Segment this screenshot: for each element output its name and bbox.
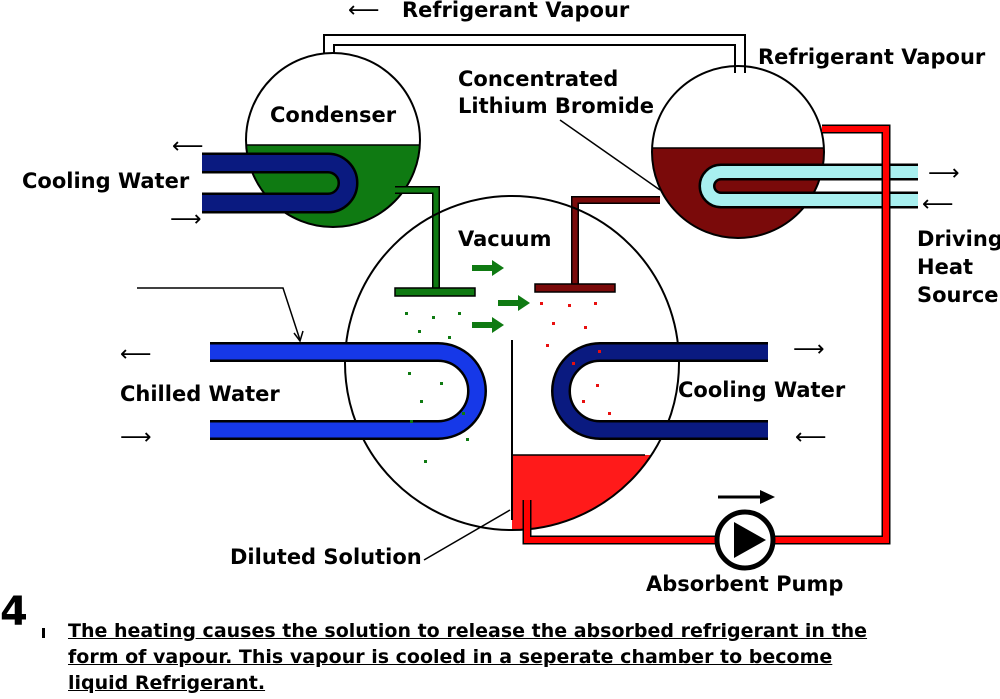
refrigerant-pipe: [395, 186, 440, 290]
step-description: The heating causes the solution to relea…: [68, 618, 968, 696]
label-source: Source: [917, 283, 999, 307]
step-description-line: liquid Refrigerant.: [68, 672, 266, 694]
step-description-line: form of vapour. This vapour is cooled in…: [68, 646, 833, 668]
label-heat: Heat: [917, 255, 973, 279]
generator-vessel: [651, 65, 825, 239]
label-lithium-bromide: Lithium Bromide: [458, 94, 654, 118]
condenser-vessel: [245, 52, 421, 228]
label-absorbent-pump: Absorbent Pump: [646, 572, 843, 596]
label-condenser: Condenser: [270, 103, 397, 127]
label-diluted-solution: Diluted Solution: [230, 545, 422, 569]
refrigerant-droplets: [405, 312, 469, 463]
bullet-mark: [42, 628, 45, 638]
arrow-cooling-out: ⟵: [172, 134, 204, 159]
arrow-cooling-in: ⟶: [170, 207, 202, 232]
arrow-heat-in: ⟵: [922, 192, 954, 217]
absorbent-droplets: [540, 302, 611, 415]
vapour-duct: [323, 34, 746, 73]
absorbent-spray-bar: [534, 283, 616, 293]
label-vacuum: Vacuum: [458, 227, 552, 251]
leader-lines: [137, 119, 661, 561]
refrigerant-spray-bar: [394, 287, 476, 297]
label-cooling-water-right: Cooling Water: [678, 378, 846, 402]
step-description-line: The heating causes the solution to relea…: [68, 620, 868, 642]
label-chilled-water: Chilled Water: [120, 382, 280, 406]
arrow-absorber-cooling-in: ⟵: [795, 425, 827, 450]
label-driving: Driving: [917, 227, 1000, 251]
absorbent-pump-icon: [714, 490, 776, 571]
arrow-top-vapour: ⟵: [348, 0, 380, 23]
step-number: 4: [0, 589, 28, 635]
arrow-absorber-cooling-out: ⟶: [793, 337, 825, 362]
label-cooling-water-left: Cooling Water: [22, 169, 190, 193]
concentrated-solution-pipe: [571, 196, 660, 286]
arrow-chilled-out: ⟵: [120, 342, 152, 367]
arrow-chilled-in: ⟶: [120, 425, 152, 450]
label-concentrated: Concentrated: [458, 67, 618, 91]
label-top-refrigerant-vapour: Refrigerant Vapour: [402, 0, 630, 22]
arrow-heat-out: ⟶: [928, 161, 960, 186]
vapour-flow-arrows: [472, 260, 530, 333]
label-right-refrigerant-vapour: Refrigerant Vapour: [758, 45, 986, 69]
